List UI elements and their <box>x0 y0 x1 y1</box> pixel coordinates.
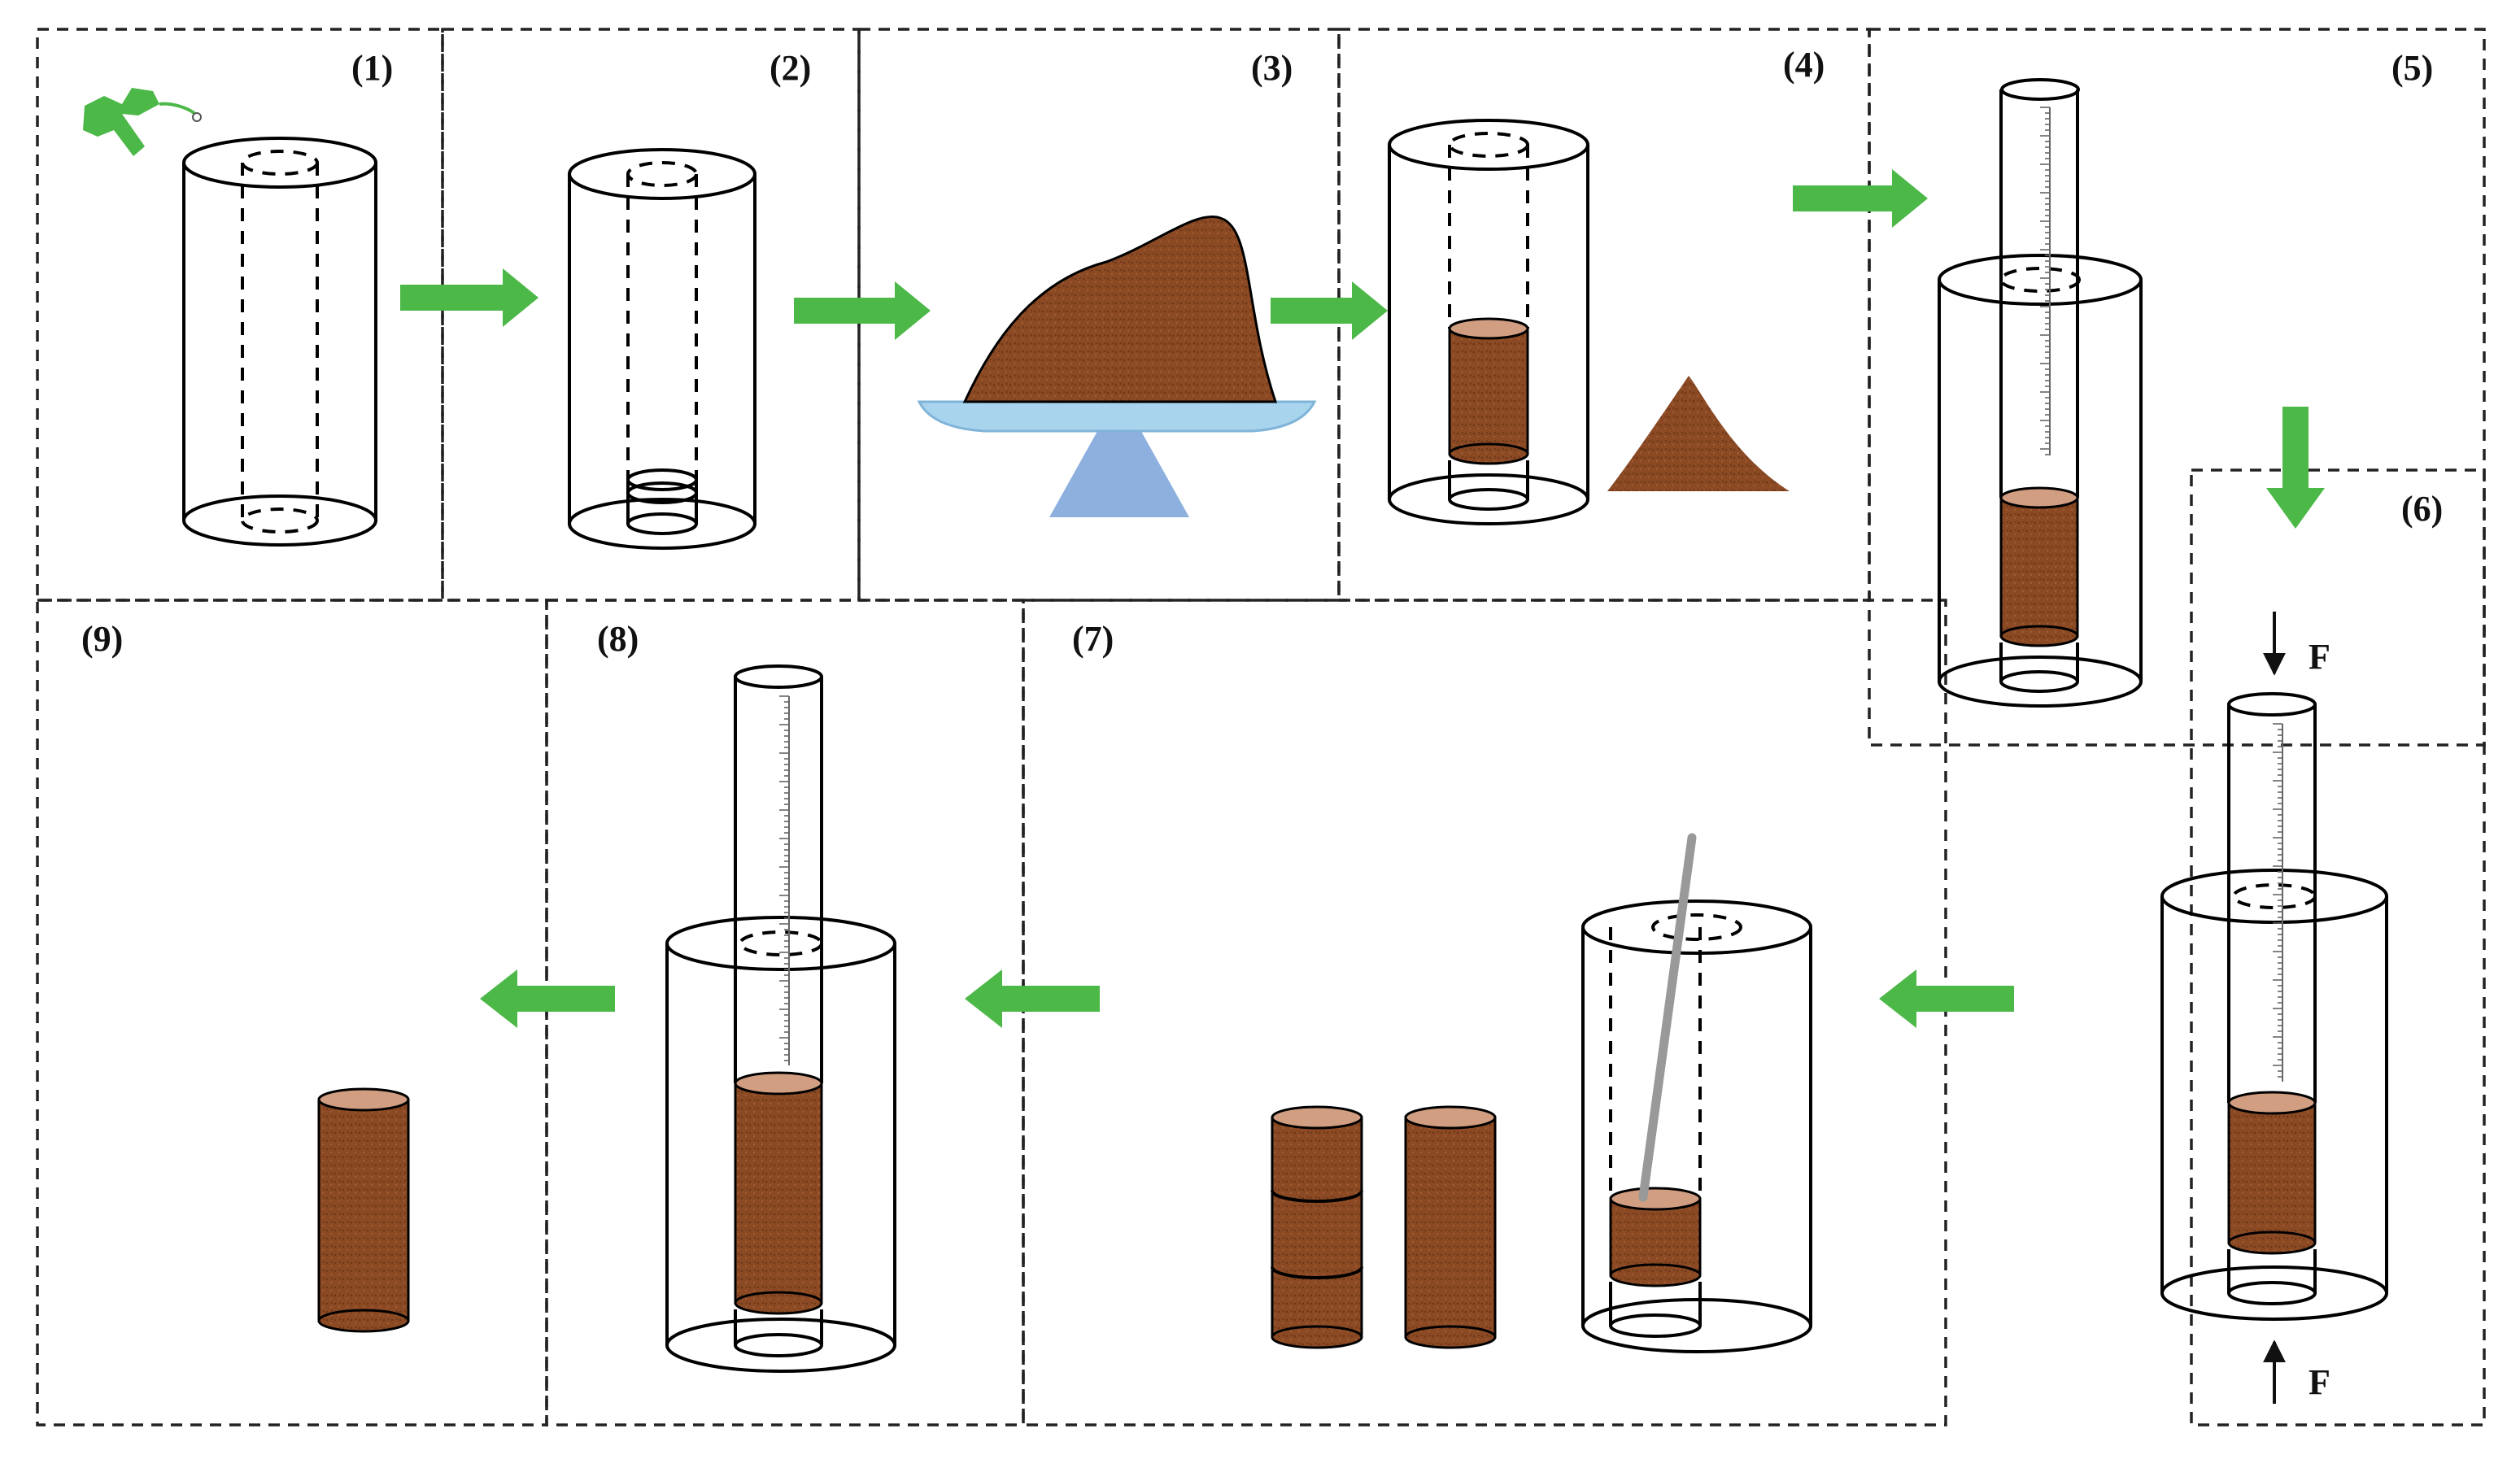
step-label-1: (1) <box>351 48 393 88</box>
spray-bottle-icon <box>83 88 159 156</box>
flow-arrow-icon <box>2266 407 2325 529</box>
panel-3-weighing <box>917 216 1317 517</box>
soil-heap <box>962 216 1278 403</box>
step-label-2: (2) <box>770 48 811 88</box>
piston-scale-8 <box>779 695 790 1065</box>
force-label-top: F <box>2309 637 2330 677</box>
panel-5-piston <box>1938 78 2143 708</box>
panel-9-border <box>36 599 548 1427</box>
piston-scale-5 <box>2040 107 2051 455</box>
step-label-4: (4) <box>1783 45 1825 85</box>
soil-sample-8 <box>734 1071 823 1315</box>
panel-1-mould <box>83 88 377 547</box>
panel-4-filling <box>1388 119 1790 525</box>
flow-arrow-icon <box>400 268 538 327</box>
final-specimen <box>317 1087 410 1333</box>
flow-arrow-icon <box>1879 969 2014 1028</box>
panel-4-border <box>1337 28 1871 602</box>
step-label-7: (7) <box>1072 619 1114 659</box>
panel-2-mould <box>568 148 756 550</box>
soil-sample-5 <box>1999 486 2079 647</box>
flow-arrow-icon <box>1271 281 1388 340</box>
step-label-9: (9) <box>81 619 123 659</box>
soil-layer-in-mould <box>1609 1187 1702 1287</box>
flow-arrow-icon <box>480 969 615 1028</box>
panel-7-border <box>1022 599 1947 1427</box>
panel-6-compression: F F <box>2160 612 2388 1404</box>
force-label-bottom: F <box>2309 1362 2330 1402</box>
step-label-5: (5) <box>2391 48 2433 88</box>
flow-arrow-icon <box>965 969 1100 1028</box>
step-label-3: (3) <box>1251 48 1293 88</box>
base-spacer <box>626 468 698 535</box>
panel-7-layering <box>1271 833 1812 1353</box>
uniform-sample <box>1404 1105 1497 1349</box>
step-labels: (1) (2) (3) (4) (5) (6) (7) (8) (9) <box>81 45 2443 659</box>
panel-8-extraction <box>665 664 896 1373</box>
flow-arrows <box>400 169 2325 1028</box>
scale-base <box>1049 392 1189 517</box>
panel-5-border <box>1868 28 2486 747</box>
flow-arrow-icon <box>794 281 931 340</box>
scale-tray <box>917 400 1317 433</box>
step-label-8: (8) <box>597 619 639 659</box>
layered-sample <box>1271 1105 1363 1349</box>
flow-arrow-icon <box>1793 169 1928 228</box>
panel-6-border <box>2190 468 2486 1427</box>
spray-nozzle <box>159 102 197 115</box>
piston-scale-6 <box>2273 723 2283 1082</box>
soil-pile-small <box>1607 376 1790 491</box>
tamping-rod <box>1638 833 1697 1202</box>
soil-sample-6 <box>2227 1091 2317 1255</box>
spray-nozzle-tip <box>192 112 202 122</box>
soil-sample-in-mould <box>1448 317 1529 465</box>
step-label-6: (6) <box>2401 489 2443 529</box>
